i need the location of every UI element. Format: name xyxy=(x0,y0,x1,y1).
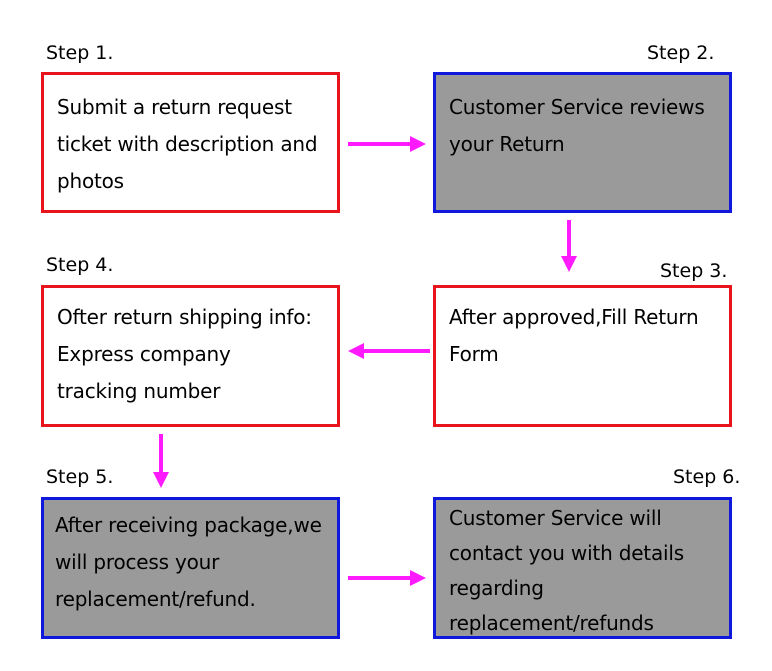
step-3-text: After approved,Fill Return Form xyxy=(449,299,699,373)
step-6-line-3: regarding xyxy=(449,576,544,600)
step-1-line-2: ticket with description and xyxy=(57,132,318,156)
step-3-label: Step 3. xyxy=(660,260,728,282)
step-5-label: Step 5. xyxy=(46,466,114,488)
step-5-box xyxy=(41,497,340,639)
step-1-line-1: Submit a return request xyxy=(57,95,292,119)
step-2-box xyxy=(433,72,732,213)
step-5-line-1: After receiving package,we xyxy=(55,513,322,537)
arrow-step3-to-step4 xyxy=(348,343,430,359)
step-6-box xyxy=(433,497,732,639)
step-1-text: Submit a return request ticket with desc… xyxy=(57,89,318,200)
arrow-step4-to-step5 xyxy=(153,434,169,488)
step-6-line-1: Customer Service will xyxy=(449,506,662,530)
step-5-line-2: will process your xyxy=(55,550,220,574)
step-3-box xyxy=(433,285,732,427)
step-4-line-2: Express company xyxy=(57,342,231,366)
step-6-text: Customer Service will contact you with d… xyxy=(449,501,684,641)
arrow-step2-to-step3 xyxy=(561,220,577,272)
step-4-line-1: Ofter return shipping info: xyxy=(57,305,312,329)
step-2-label: Step 2. xyxy=(647,42,715,64)
step-4-line-3: tracking number xyxy=(57,379,221,403)
step-3-line-1: After approved,Fill Return xyxy=(449,305,699,329)
step-1-line-3: photos xyxy=(57,169,124,193)
step-4-label: Step 4. xyxy=(46,254,114,276)
step-2-line-1: Customer Service reviews xyxy=(449,95,705,119)
arrow-step5-to-step6 xyxy=(348,570,426,586)
step-2-line-2: your Return xyxy=(449,132,565,156)
step-6-line-4: replacement/refunds xyxy=(449,611,654,635)
arrow-step1-to-step2 xyxy=(348,136,426,152)
step-6-label: Step 6. xyxy=(673,466,741,488)
step-4-box xyxy=(41,285,340,427)
step-2-text: Customer Service reviews your Return xyxy=(449,89,705,163)
step-1-box xyxy=(41,72,340,213)
step-5-line-3: replacement/refund. xyxy=(55,587,256,611)
step-5-text: After receiving package,we will process … xyxy=(55,507,322,618)
step-4-text: Ofter return shipping info: Express comp… xyxy=(57,299,312,410)
step-1-label: Step 1. xyxy=(46,42,114,64)
step-6-line-2: contact you with details xyxy=(449,541,684,565)
step-3-line-2: Form xyxy=(449,342,499,366)
